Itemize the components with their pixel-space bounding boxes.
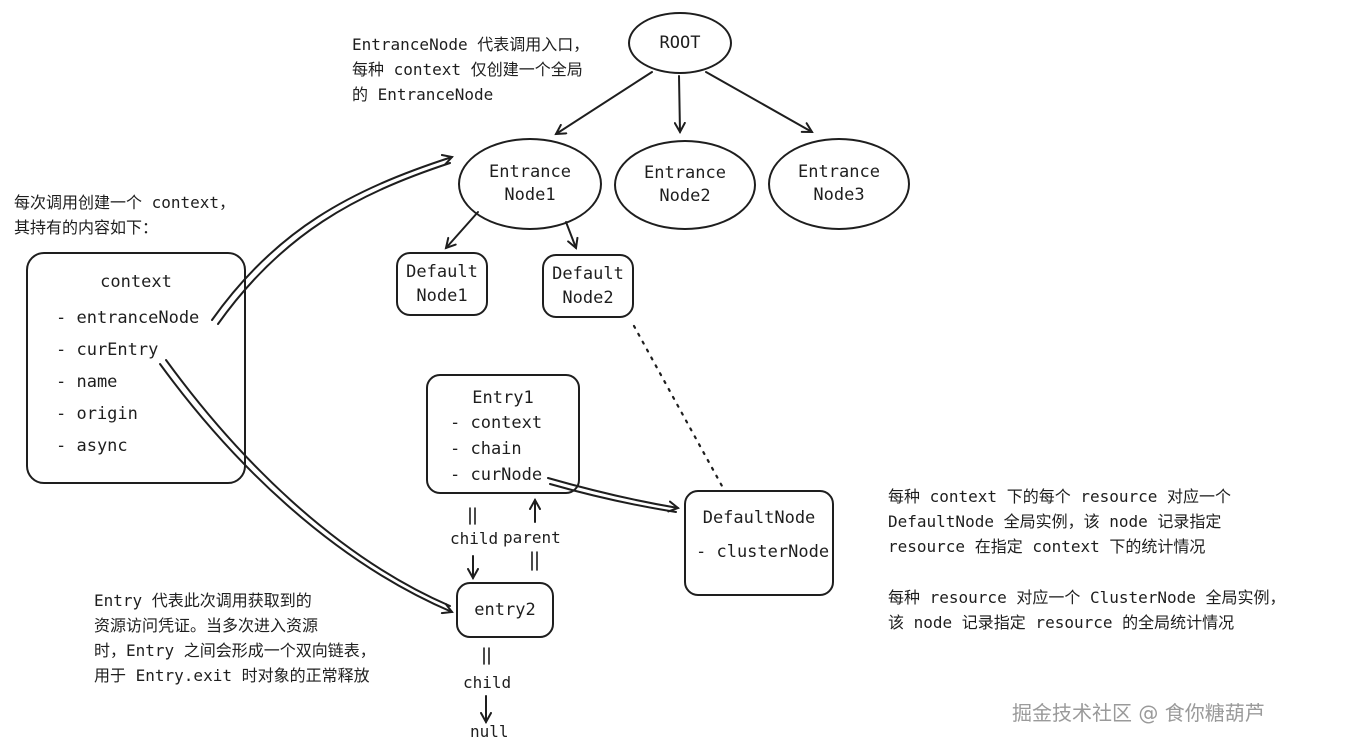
entrance-node-2-label: Entrance Node2 — [644, 163, 726, 206]
context-field-origin: - origin — [56, 404, 138, 424]
context-box: context - entranceNode - curEntry - name… — [26, 252, 246, 484]
defaultnode-box: DefaultNode - clusterNode — [684, 490, 834, 596]
edge-context-entrancenode — [211, 157, 452, 321]
entry1-field-curnode: - curNode — [450, 465, 543, 485]
edge-entrance1-default2 — [565, 221, 576, 248]
note-entry: Entry 代表此次调用获取到的 资源访问凭证。当多次进入资源 时，Entry … — [94, 591, 376, 685]
label-parent: parent — [503, 528, 561, 547]
note-clusternode: 每种 resource 对应一个 ClusterNode 全局实例， 该 nod… — [888, 588, 1286, 632]
defaultnode-title: DefaultNode — [702, 508, 816, 528]
entrance-node-1-label: Entrance Node1 — [489, 162, 571, 205]
watermark: 掘金技术社区 @ 食你糖葫芦 — [1012, 701, 1265, 725]
label-null: null — [470, 722, 509, 741]
edge-curnode-defaultnode — [547, 477, 678, 508]
context-field-curentry: - curEntry — [56, 340, 159, 360]
note-defaultnode: 每种 context 下的每个 resource 对应一个 DefaultNod… — [888, 487, 1232, 556]
entry2-box: entry2 — [456, 582, 554, 638]
edge-root-entrance3 — [705, 71, 812, 132]
context-title: context — [100, 272, 172, 292]
edge-root-entrance2 — [679, 75, 680, 132]
edge-default2-defaultnode-dotted — [632, 324, 724, 488]
defaultnode-field-clusternode: - clusterNode — [696, 542, 830, 562]
entrance-node-3: Entrance Node3 — [768, 138, 910, 230]
default-node-2-label: Default Node2 — [552, 264, 624, 308]
entry1-field-context: - context — [450, 413, 543, 433]
entry1-title: Entry1 — [472, 388, 534, 408]
default-node-2: Default Node2 — [542, 254, 634, 318]
note-entrance: EntranceNode 代表调用入口， 每种 context 仅创建一个全局 … — [352, 35, 590, 104]
entrance-node-2: Entrance Node2 — [614, 140, 756, 230]
note-context: 每次调用创建一个 context， 其持有的内容如下： — [14, 193, 236, 237]
entry1-field-chain: - chain — [450, 439, 522, 459]
edge-root-entrance1 — [556, 71, 653, 134]
entrance-node-1: Entrance Node1 — [458, 138, 602, 230]
label-child-2: child — [463, 673, 512, 692]
root-node: ROOT — [628, 12, 732, 74]
edge-context-curentry — [159, 363, 452, 612]
context-field-async: - async — [56, 436, 128, 456]
context-field-entrancenode: - entranceNode — [56, 308, 200, 328]
entrance-node-3-label: Entrance Node3 — [798, 162, 880, 205]
entry2-title: entry2 — [474, 600, 536, 620]
default-node-1-label: Default Node1 — [406, 262, 478, 306]
root-label: ROOT — [659, 32, 701, 53]
context-field-name: - name — [56, 372, 118, 392]
edge-entrance1-default1 — [446, 211, 479, 248]
label-child-1: child — [450, 529, 499, 548]
entry1-box: Entry1 - context - chain - curNode — [426, 374, 580, 494]
default-node-1: Default Node1 — [396, 252, 488, 316]
